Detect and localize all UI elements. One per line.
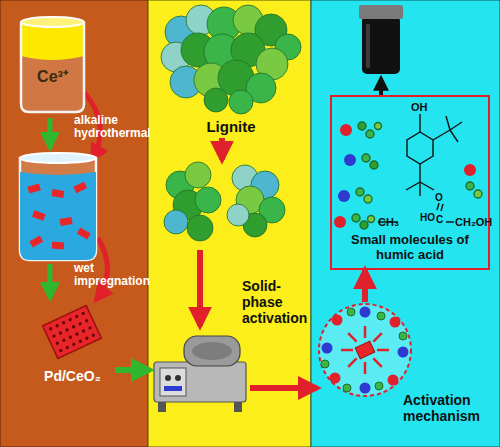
process-arrow <box>96 238 108 300</box>
chemical-group-label: HO <box>420 212 435 223</box>
chemical-group-label: C <box>436 214 443 225</box>
middle-panel <box>148 0 311 447</box>
chemical-group-label: OH <box>411 101 428 113</box>
process-arrow <box>48 118 53 148</box>
node-label: Solid-phase activation <box>242 278 312 326</box>
chemical-group-label: CH₃ <box>378 216 399 228</box>
node-label: Lignite <box>156 118 306 135</box>
ball-mill-machine: Solid-phase activation <box>150 330 250 415</box>
process-arrow <box>48 264 53 298</box>
node-label: Small molecules of humic acid <box>336 233 484 263</box>
process-arrow <box>379 78 383 95</box>
product-box: Small molecules of humic acid <box>330 95 490 270</box>
process-arrow <box>250 385 317 391</box>
chemical-group-label: O <box>435 192 443 203</box>
chemical-group-label: CH₂OH <box>455 216 492 228</box>
left-panel <box>0 0 148 447</box>
molecule-structures <box>334 114 482 229</box>
mechanism-circle: Activation mechanism <box>317 302 413 398</box>
split-lignite <box>164 162 285 241</box>
right-panel <box>311 0 500 447</box>
step-label: alkaline hydrothermal <box>74 114 148 140</box>
lignite-particles: Lignite <box>156 2 306 140</box>
ball-mill-machine-outline <box>150 330 250 415</box>
process-arrow <box>115 367 150 373</box>
beaker-support <box>20 153 96 260</box>
process-arrow <box>197 250 203 326</box>
product-vial <box>359 5 403 74</box>
catalyst-chip: Pd/CeO₂ <box>30 298 115 390</box>
step-label: wet impregnation <box>74 262 148 288</box>
precursor-beaker-outline <box>15 12 90 117</box>
precursor-beaker: Ce³⁺ <box>15 12 90 117</box>
node-label: Activation mechanism <box>403 392 495 424</box>
mechanism-circle-outline <box>317 302 413 398</box>
process-arrow <box>219 138 225 160</box>
node-label: Pd/CeO₂ <box>30 368 115 384</box>
process-arrow <box>362 270 368 302</box>
node-label: Ce³⁺ <box>20 68 85 86</box>
